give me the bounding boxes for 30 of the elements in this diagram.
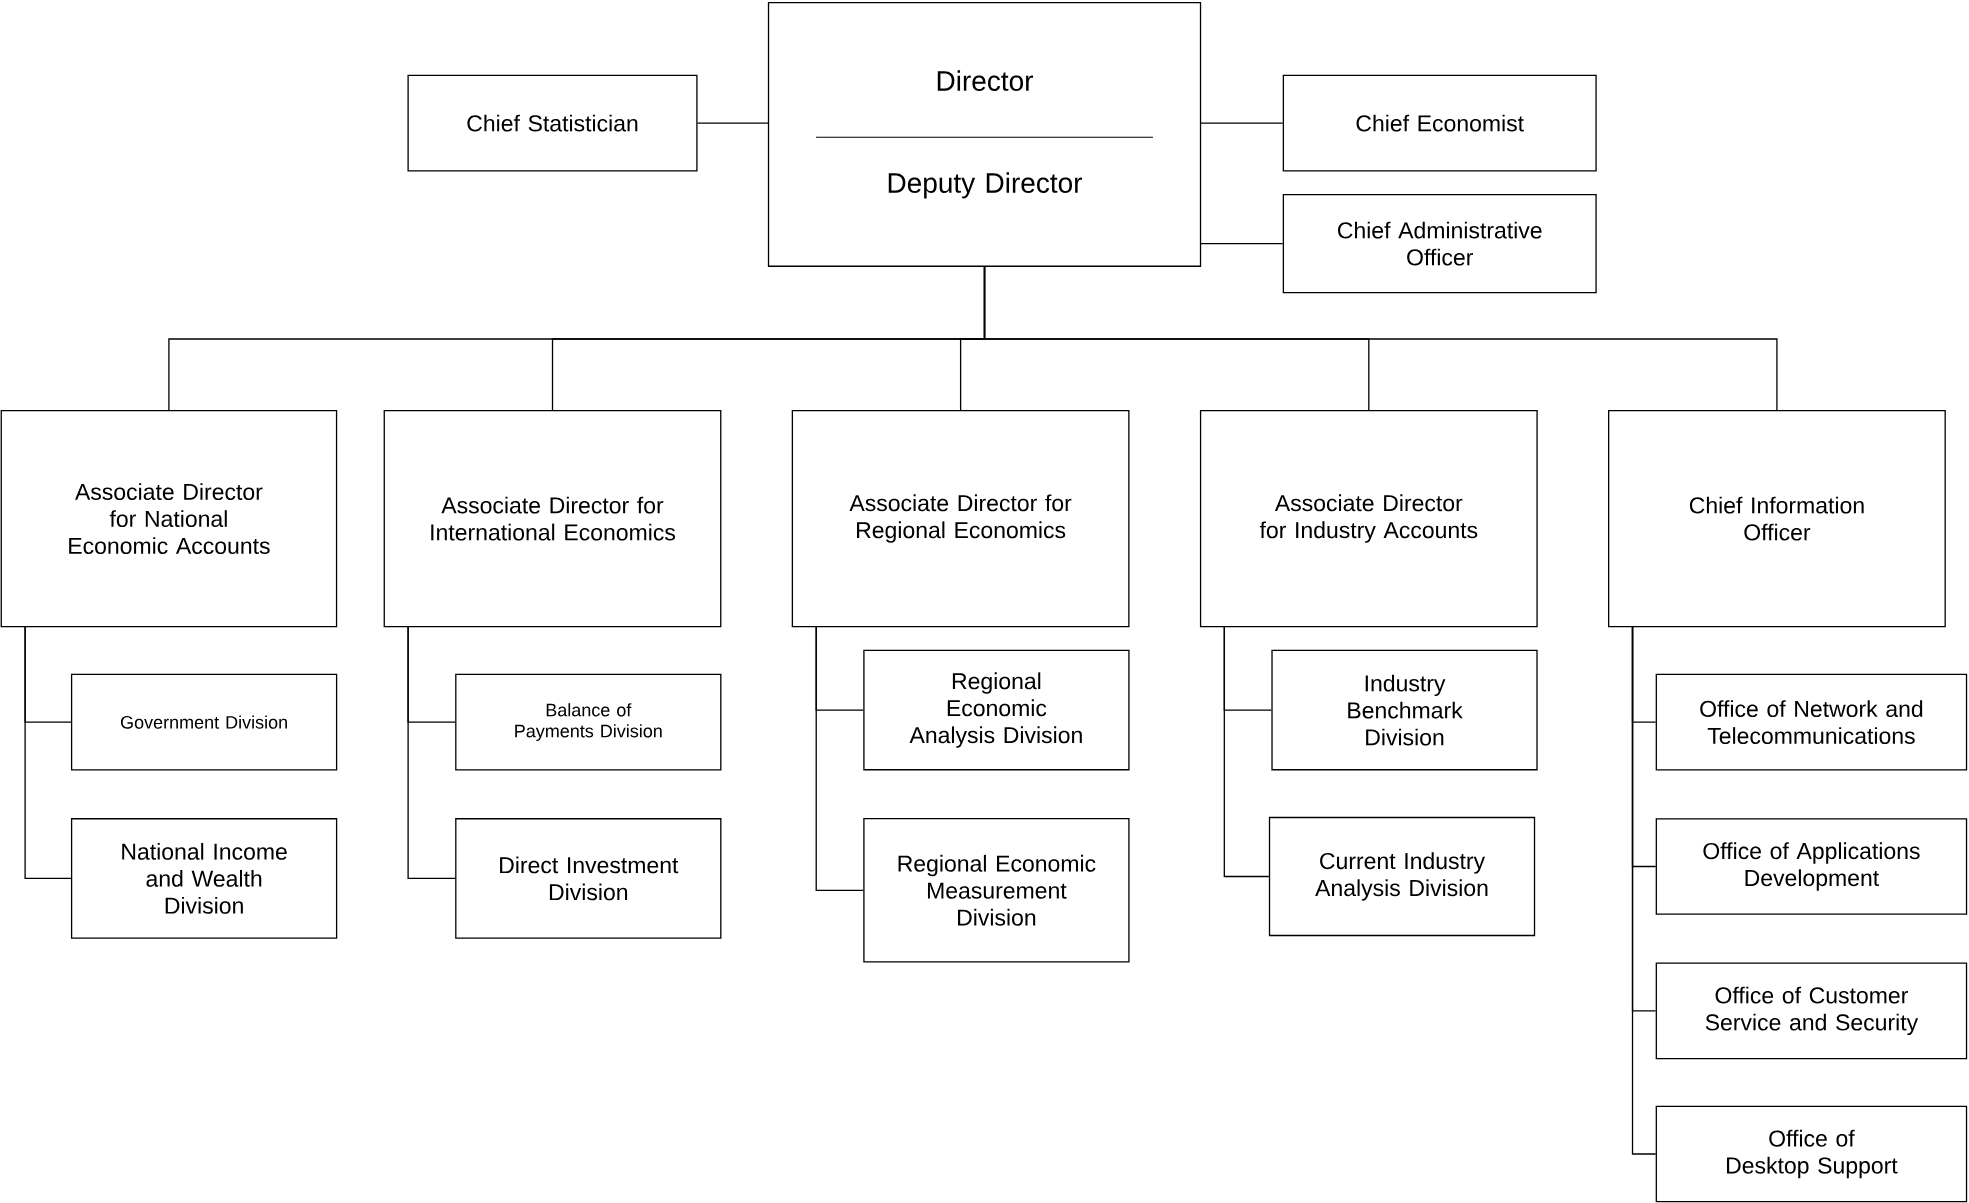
org-box: Regional Economic Measurement Division bbox=[863, 818, 1130, 963]
org-box: Director Deputy Director bbox=[767, 1, 1202, 267]
org-box: Government Division bbox=[70, 673, 338, 771]
connector-line bbox=[407, 625, 456, 880]
org-box: National Income and Wealth Division bbox=[70, 818, 338, 939]
org-box: Chief Information Officer bbox=[1608, 409, 1946, 628]
connector-line bbox=[24, 625, 72, 880]
org-box: Associate Director for International Economics bbox=[383, 409, 722, 628]
org-box: Industry Benchmark Division bbox=[1271, 649, 1538, 771]
org-box: Regional Economic Analysis Division bbox=[863, 649, 1130, 771]
org-box: Associate Director for Industry Accounts bbox=[1199, 409, 1538, 628]
connector-line bbox=[1199, 242, 1284, 245]
connector-line bbox=[815, 625, 864, 891]
org-box: Chief Administrative Officer bbox=[1282, 194, 1597, 294]
org-box: Office of Desktop Support bbox=[1655, 1105, 1968, 1203]
org-box: Chief Statistician bbox=[407, 74, 698, 172]
connector-line bbox=[696, 122, 770, 124]
org-box: Current Industry Analysis Division bbox=[1268, 816, 1536, 937]
org-box: Direct Investment Division bbox=[455, 818, 722, 939]
connector-line bbox=[983, 266, 1778, 411]
org-box: Associate Director for National Economic Accounts bbox=[0, 409, 338, 628]
org-box: Office of Customer Service and Security bbox=[1655, 962, 1968, 1060]
org-box: Office of Network and Telecommunications bbox=[1655, 673, 1968, 771]
connector-line bbox=[1223, 625, 1270, 878]
org-box: Associate Director for Regional Economics bbox=[791, 409, 1130, 628]
org-box: Chief Economist bbox=[1282, 74, 1597, 172]
connector-line bbox=[1631, 625, 1657, 1155]
connector-line bbox=[1199, 122, 1284, 124]
org-box: Office of Applications Development bbox=[1655, 818, 1968, 915]
org-box: Balance of Payments Division bbox=[455, 673, 722, 771]
